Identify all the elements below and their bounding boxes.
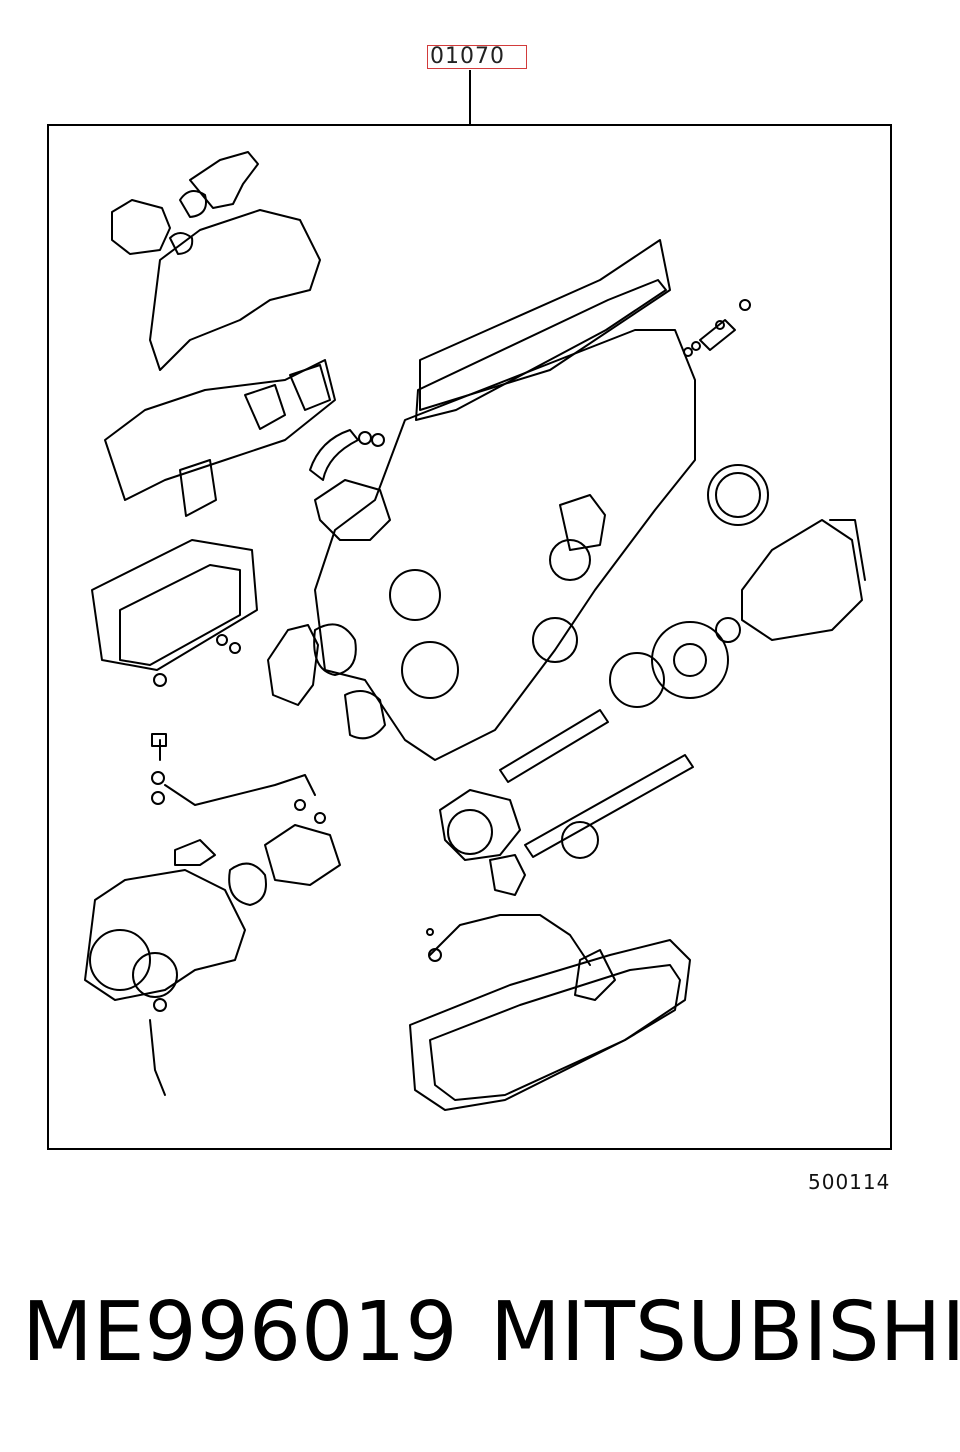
thermostat-housing-part xyxy=(309,429,391,541)
engine-block-part xyxy=(314,239,696,761)
timing-gear-part xyxy=(609,617,741,708)
intake-manifold-part xyxy=(104,359,336,517)
callout-label: 01070 xyxy=(427,45,527,69)
turbocharger-part xyxy=(84,824,341,1096)
exhaust-manifold-part xyxy=(111,151,321,371)
oil-pan-part xyxy=(409,914,691,1111)
camshaft-part xyxy=(439,709,694,896)
reference-code: 500114 xyxy=(808,1170,891,1194)
oil-pipe-part xyxy=(151,733,326,824)
crankshaft-seal-part xyxy=(707,464,769,526)
injection-pump-part xyxy=(741,519,866,641)
engine-gasket-kit-exploded-diagram xyxy=(47,70,892,1150)
water-pump-part xyxy=(267,623,386,740)
caption: ME996019 MITSUBISHI xyxy=(0,1285,960,1395)
brand-name: MITSUBISHI xyxy=(490,1285,960,1380)
part-number: ME996019 xyxy=(22,1285,458,1380)
glow-plug-part xyxy=(683,299,751,357)
diagram-frame xyxy=(47,124,892,1150)
oil-cooler-part xyxy=(91,539,258,687)
